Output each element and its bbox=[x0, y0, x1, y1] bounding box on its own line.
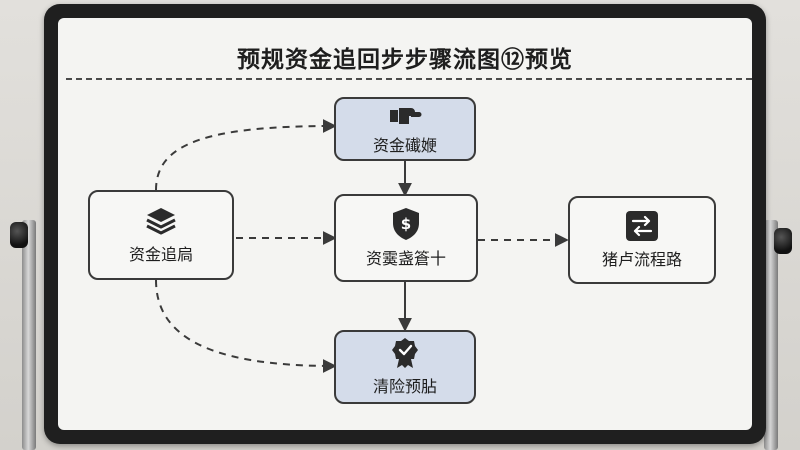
stand-knob-right bbox=[774, 228, 792, 254]
svg-text:$: $ bbox=[401, 215, 411, 233]
connector-left-to-top bbox=[155, 119, 337, 191]
hand-pointing-icon bbox=[388, 102, 422, 128]
flow-connectors bbox=[155, 119, 569, 373]
dollar-shield-icon: $ bbox=[391, 207, 421, 241]
title-divider bbox=[66, 78, 752, 80]
node-center: $ 资霙盏篬十 bbox=[334, 194, 478, 282]
node-center-label: 资霙盏篬十 bbox=[365, 249, 446, 268]
node-bottom-label: 清险预胋 bbox=[372, 377, 437, 396]
whiteboard-surface: 预规资金追回步步骤流图⑫预览 bbox=[58, 18, 752, 430]
node-left-label: 资金追扃 bbox=[128, 245, 193, 264]
stack-layers-icon bbox=[144, 205, 178, 237]
node-bottom: 清险预胋 bbox=[334, 330, 476, 404]
stand-leg-right bbox=[764, 220, 778, 450]
node-top-label: 资金䃱㛹 bbox=[372, 136, 437, 155]
node-left: 资金追扃 bbox=[88, 190, 234, 280]
node-right: 猪卢流程路 bbox=[568, 196, 716, 284]
whiteboard-frame: 预规资金追回步步骤流图⑫预览 bbox=[44, 4, 766, 444]
node-top: 资金䃱㛹 bbox=[334, 97, 476, 161]
transfer-arrows-icon bbox=[625, 210, 659, 242]
stand-leg-left bbox=[22, 220, 36, 450]
connector-left-to-bottom bbox=[155, 279, 337, 373]
node-right-label: 猪卢流程路 bbox=[601, 250, 682, 269]
verified-badge-icon bbox=[391, 337, 419, 369]
diagram-title: 预规资金追回步步骤流图⑫预览 bbox=[237, 47, 573, 73]
stand-knob-left bbox=[10, 222, 28, 248]
